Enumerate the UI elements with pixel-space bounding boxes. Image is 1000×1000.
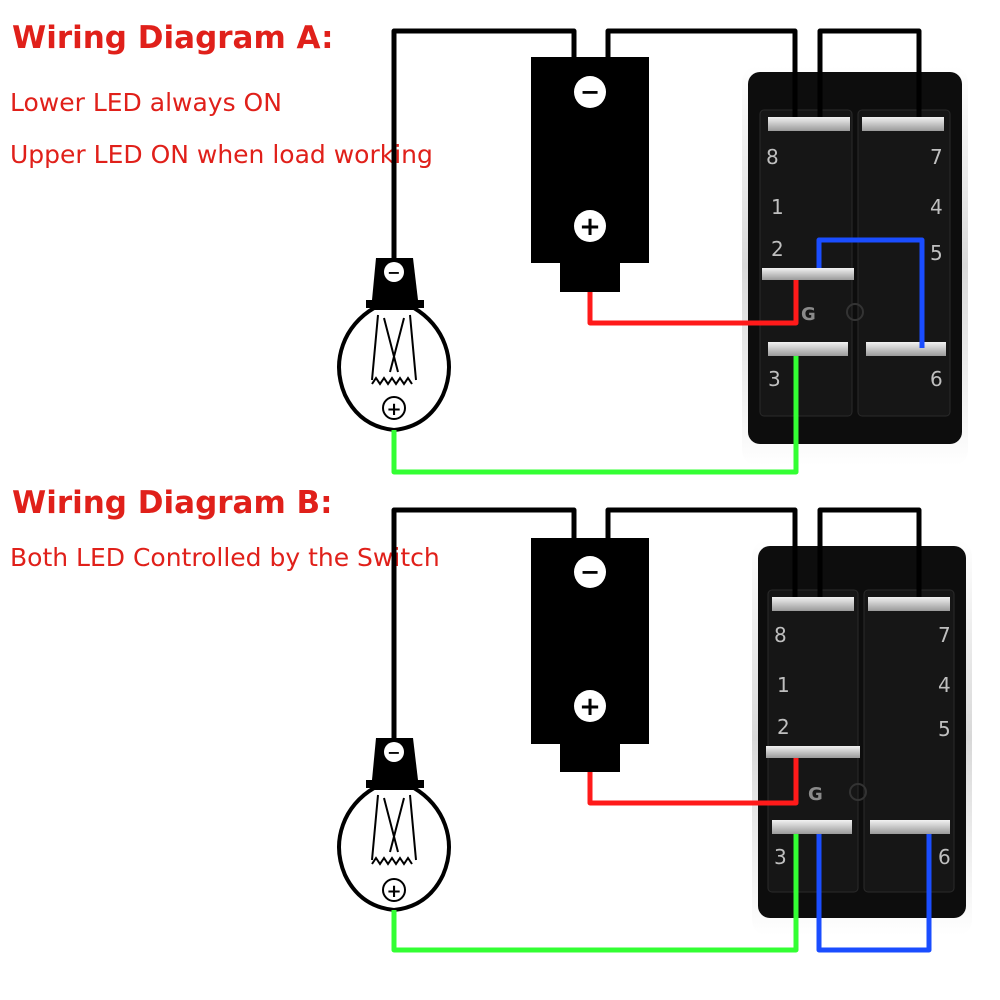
pin-label-5: 5 [938,717,951,741]
terminal-8 [768,117,850,131]
battery-a: − + [531,57,649,292]
green-wire-pin-3-to-bulb [391,356,799,475]
black-wire-bulb-to-battery [391,507,577,738]
pin-label-6: 6 [930,367,943,391]
blue-wire-pin-2-to-pin-6 [816,237,925,348]
red-wire-battery-to-pin-2 [587,280,799,326]
battery-positive-icon: + [579,212,601,242]
pin-label-3: 3 [774,845,787,869]
light-bulb-b: − + [337,738,451,913]
diagram-b-title: Wiring Diagram B: [12,485,333,521]
bulb-negative-icon: − [387,263,400,282]
pin-label-2: 2 [771,237,784,261]
terminal-6 [866,342,946,356]
pin-label-6: 6 [938,845,951,869]
black-wire-pin-8-to-pin-7 [817,507,922,597]
pin-label-4: 4 [930,195,943,219]
bulb-negative-icon: − [387,743,400,762]
terminal-2 [762,268,854,280]
battery-positive-icon: + [579,692,601,722]
terminal-7 [862,117,944,131]
rocker-switch-a: 8 7 1 4 2 5 G 3 6 [742,66,968,466]
red-wire-battery-to-pin-2 [587,758,799,806]
pin-label-1: 1 [777,673,790,697]
light-bulb-a: − + [337,258,451,433]
wires-a [391,28,925,475]
pin-label-3: 3 [768,367,781,391]
terminal-8 [772,597,854,611]
pin-label-g: G [801,304,816,325]
diagram-a-line-2: Upper LED ON when load working [10,140,433,169]
wires-b [391,507,932,953]
black-wire-battery-to-pin-8 [605,28,798,117]
pin-label-7: 7 [938,623,951,647]
pin-label-8: 8 [766,145,779,169]
bulb-positive-icon: + [386,399,401,420]
terminal-3 [768,342,848,356]
diagram-b-line-1: Both LED Controlled by the Switch [10,543,440,572]
terminal-2 [766,746,860,758]
pin-label-8: 8 [774,623,787,647]
pin-label-4: 4 [938,673,951,697]
blue-wire-pin-3-to-pin-6 [816,834,932,953]
bulb-positive-icon: + [386,881,401,902]
diagram-a: 8 7 1 4 2 5 G 3 6 − + − [337,28,968,475]
diagram-a-title: Wiring Diagram A: [12,20,334,56]
pin-label-1: 1 [771,195,784,219]
diagram-a-line-1: Lower LED always ON [10,88,282,117]
pin-label-5: 5 [930,241,943,265]
diagram-b: 8 7 1 4 2 5 G 3 6 − + − + [337,507,972,953]
battery-negative-icon: − [580,558,600,586]
rocker-switch-b: 8 7 1 4 2 5 G 3 6 [752,540,972,936]
battery-negative-icon: − [580,78,600,106]
pin-label-2: 2 [777,715,790,739]
battery-b: − + [531,538,649,772]
green-wire-pin-3-to-bulb [391,834,799,953]
pin-label-g: G [808,784,823,805]
black-wire-battery-to-pin-8 [605,507,798,597]
black-wire-pin-8-to-pin-7 [817,28,922,117]
terminal-6 [870,820,950,834]
terminal-3 [772,820,852,834]
black-wire-bulb-to-battery [391,28,577,258]
terminal-7 [868,597,950,611]
pin-label-7: 7 [930,145,943,169]
